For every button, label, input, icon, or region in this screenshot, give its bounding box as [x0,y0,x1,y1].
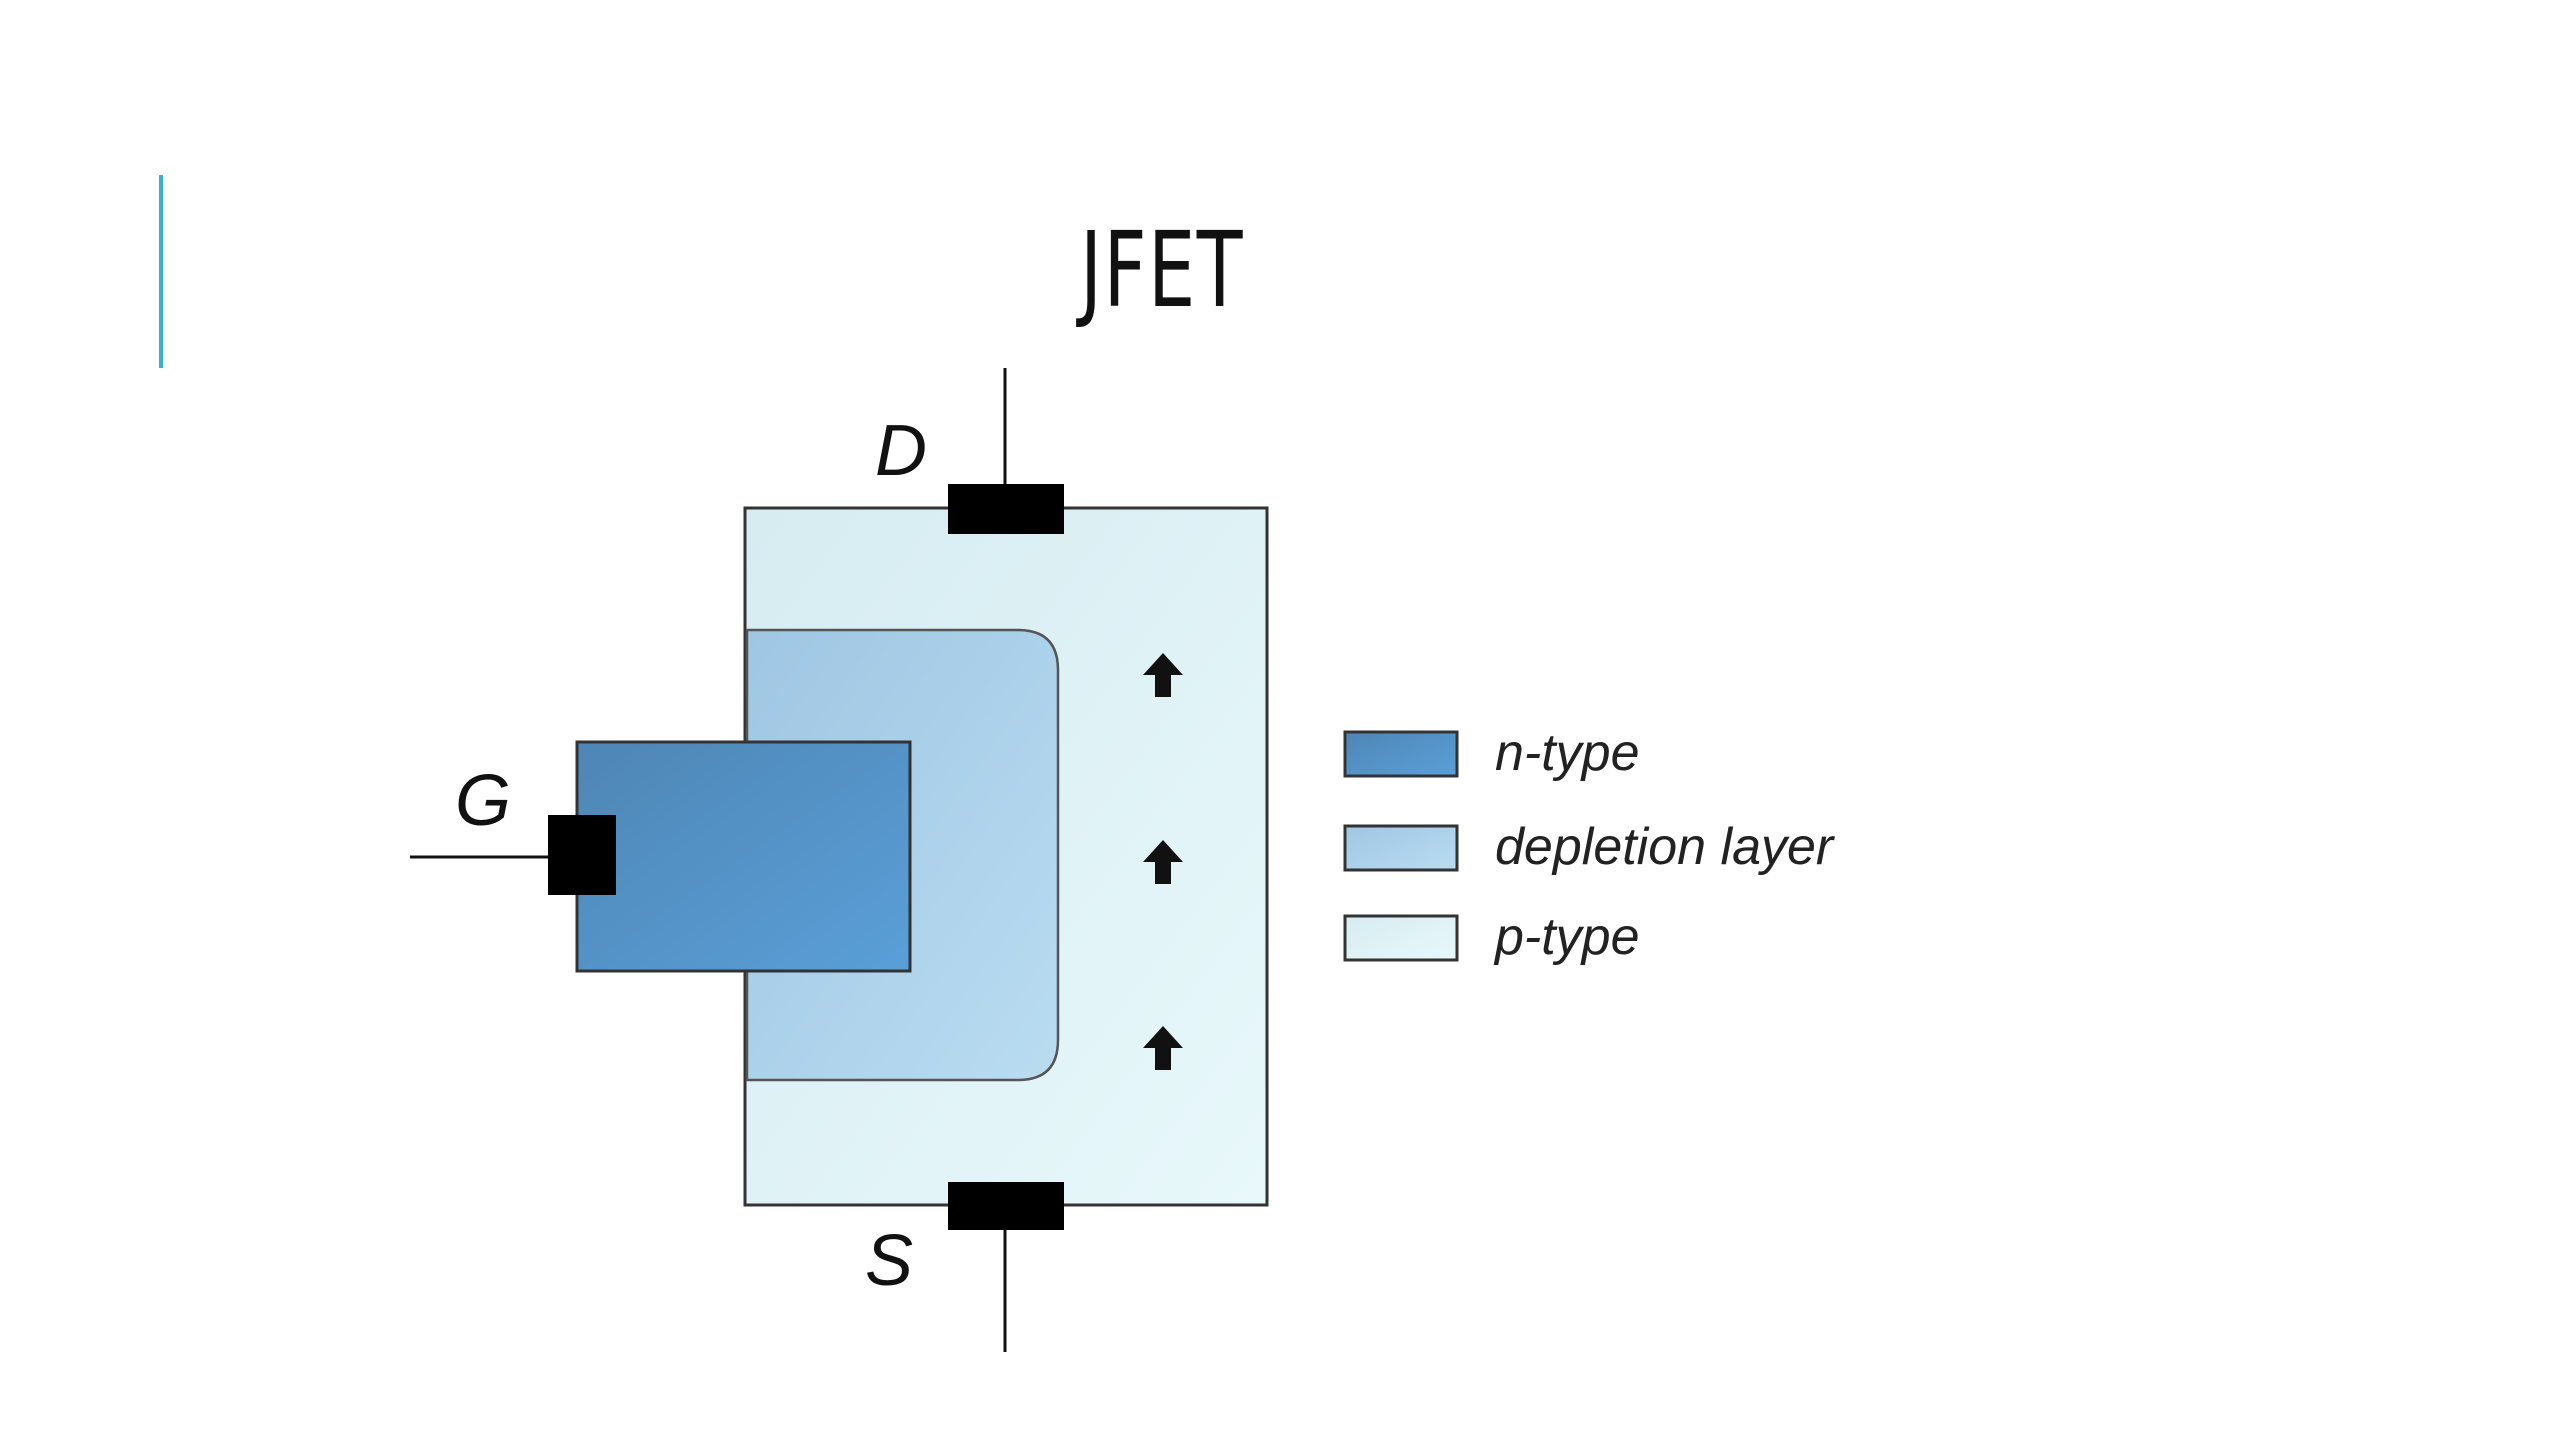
gate-label: G [455,761,511,841]
slide-title: JFET [1080,209,1244,331]
gate-contact [548,815,616,895]
n-type-region [575,740,912,973]
legend-label-p-type: p-type [1493,908,1640,966]
legend-swatch-p-type [1343,914,1459,962]
legend-swatch-depletion-layer [1343,824,1459,872]
up-arrow-icon [1143,840,1183,884]
source-label: S [865,1221,913,1301]
up-arrow-icon [1143,1026,1183,1070]
drain-label: D [875,411,927,491]
legend-label-depletion-layer: depletion layer [1495,818,1836,876]
up-arrow-icon [1143,653,1183,697]
drain-contact [948,484,1064,534]
legend-swatch-n-type [1343,730,1459,778]
source-contact [948,1182,1064,1230]
title-accent-bar [159,175,163,368]
legend: n-type depletion layer p-type [1343,724,1836,966]
legend-label-n-type: n-type [1495,724,1640,782]
